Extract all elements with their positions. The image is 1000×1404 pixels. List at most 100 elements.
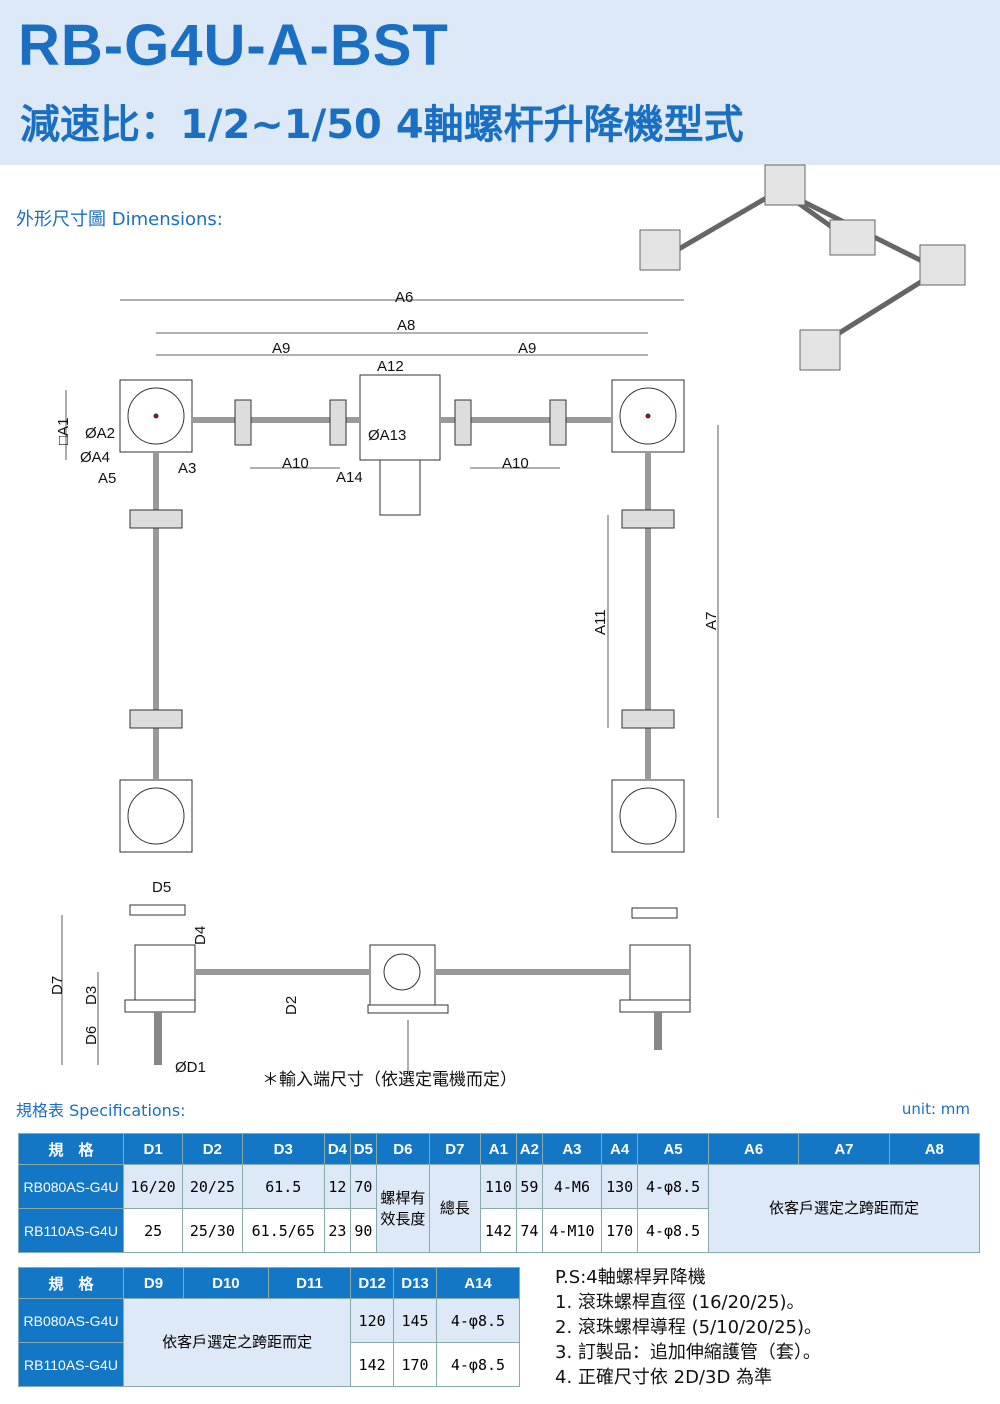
dim-A2: ØA2: [85, 425, 115, 442]
cell-D13: 170: [393, 1342, 437, 1387]
col-header: A4: [601, 1133, 639, 1165]
cell-D3: 61.5/65: [241, 1208, 325, 1253]
product-title: RB-G4U-A-BST: [18, 13, 449, 78]
cell-A2: 59: [515, 1164, 543, 1209]
note-item: P.S:4軸螺桿昇降機: [555, 1267, 706, 1288]
dim-D2: D2: [283, 996, 300, 1015]
cell-A6-A8: 依客戶選定之跨距而定: [708, 1164, 980, 1253]
cell-D13: 145: [393, 1298, 437, 1343]
cell-D12: 120: [350, 1298, 395, 1343]
cell-D5: 90: [349, 1208, 377, 1253]
dim-A8: A8: [397, 317, 415, 334]
iso-view-image: [639, 164, 966, 371]
model-cell: RB110AS-G4U: [18, 1342, 124, 1387]
cell-A4: 130: [601, 1164, 639, 1209]
cell-D12: 142: [350, 1342, 395, 1387]
product-subtitle: 減速比：1/2~1/50 4軸螺杆升降機型式: [20, 102, 744, 148]
cell-A14: 4-φ8.5: [435, 1298, 521, 1343]
note-item: 3. 訂製品：追加伸縮護管（套）。: [555, 1342, 821, 1363]
dim-A12: A12: [377, 358, 404, 375]
col-header: D4: [323, 1133, 351, 1165]
col-header: D6: [375, 1133, 430, 1165]
note-item: 1. 滾珠螺桿直徑 (16/20/25)。: [555, 1292, 805, 1313]
header-band: RB-G4U-A-BST 減速比：1/2~1/50 4軸螺杆升降機型式: [0, 0, 1000, 165]
cell-A5: 4-φ8.5: [637, 1208, 709, 1253]
col-header: D9: [123, 1267, 184, 1299]
col-header: D7: [428, 1133, 481, 1165]
col-header: A2: [515, 1133, 543, 1165]
cell-D3: 61.5: [241, 1164, 325, 1209]
col-header: A6: [707, 1133, 800, 1165]
dim-A13: ØA13: [368, 427, 406, 444]
col-header: D11: [267, 1267, 352, 1299]
col-header: D3: [241, 1133, 325, 1165]
col-header: A5: [637, 1133, 709, 1165]
dim-A10-left: A10: [282, 455, 309, 472]
dim-D3: D3: [83, 986, 100, 1005]
cell-A14: 4-φ8.5: [435, 1342, 521, 1387]
plan-view: [65, 299, 719, 853]
side-view: [61, 904, 691, 1075]
col-header: A7: [798, 1133, 890, 1165]
cell-D7: 總長: [428, 1164, 481, 1253]
cell-D4: 12: [323, 1164, 351, 1209]
dim-A5: A5: [98, 470, 116, 487]
dimensions-heading: 外形尺寸圖 Dimensions:: [16, 209, 223, 230]
col-header: 規 格: [18, 1133, 124, 1165]
col-header: A1: [479, 1133, 517, 1165]
unit-label: unit: mm: [901, 1100, 970, 1118]
model-cell: RB080AS-G4U: [18, 1164, 124, 1209]
cell-A4: 170: [601, 1208, 639, 1253]
cell-D1: 16/20: [122, 1164, 184, 1209]
specs-heading: 規格表 Specifications:: [16, 1101, 186, 1120]
cell-D1: 25: [122, 1208, 184, 1253]
dim-A9-right: A9: [518, 340, 536, 357]
col-header: A14: [435, 1267, 521, 1299]
dim-A10-right: A10: [502, 455, 529, 472]
dimension-drawing: A6 A8 A9 A9 A12 □A1 ØA2 ØA4 A5 A3 A10 A1…: [49, 164, 966, 1089]
input-note: ＊輸入端尺寸（依選定電機而定）: [262, 1070, 517, 1089]
col-header: D2: [182, 1133, 243, 1165]
note-item: 2. 滾珠螺桿導程 (5/10/20/25)。: [555, 1317, 823, 1338]
dim-A14: A14: [336, 469, 363, 486]
cell-A5: 4-φ8.5: [637, 1164, 709, 1209]
note-item: 4. 正確尺寸依 2D/3D 為準: [555, 1367, 773, 1388]
col-header: D5: [349, 1133, 377, 1165]
col-header: D12: [350, 1267, 395, 1299]
col-header: 規 格: [18, 1267, 124, 1299]
dim-A9-left: A9: [272, 340, 290, 357]
dim-D4: D4: [192, 926, 209, 945]
col-header: D13: [393, 1267, 437, 1299]
dim-A4: ØA4: [80, 449, 110, 466]
cell-A1: 142: [479, 1208, 517, 1253]
dim-A11: A11: [592, 609, 609, 635]
cell-A3: 4-M6: [541, 1164, 603, 1209]
col-header: A8: [888, 1133, 981, 1165]
notes-list: P.S:4軸螺桿昇降機 1. 滾珠螺桿直徑 (16/20/25)。 2. 滾珠螺…: [555, 1265, 822, 1390]
dim-D1: ØD1: [175, 1059, 206, 1076]
dim-D6: D6: [83, 1026, 100, 1045]
col-header: D1: [122, 1133, 184, 1165]
cell-D5: 70: [349, 1164, 377, 1209]
cell-D2: 25/30: [182, 1208, 243, 1253]
dim-A7: A7: [703, 612, 720, 630]
cell-D4: 23: [323, 1208, 351, 1253]
cell-A1: 110: [479, 1164, 517, 1209]
col-header: A3: [541, 1133, 603, 1165]
dim-A1: □A1: [55, 418, 72, 445]
cell-A3: 4-M10: [541, 1208, 603, 1253]
model-cell: RB080AS-G4U: [18, 1298, 124, 1343]
cell-D6: 螺桿有效長度: [375, 1164, 430, 1253]
cell-A2: 74: [515, 1208, 543, 1253]
cell-D9-D11: 依客戶選定之跨距而定: [122, 1298, 352, 1387]
dim-D7: D7: [49, 976, 66, 995]
